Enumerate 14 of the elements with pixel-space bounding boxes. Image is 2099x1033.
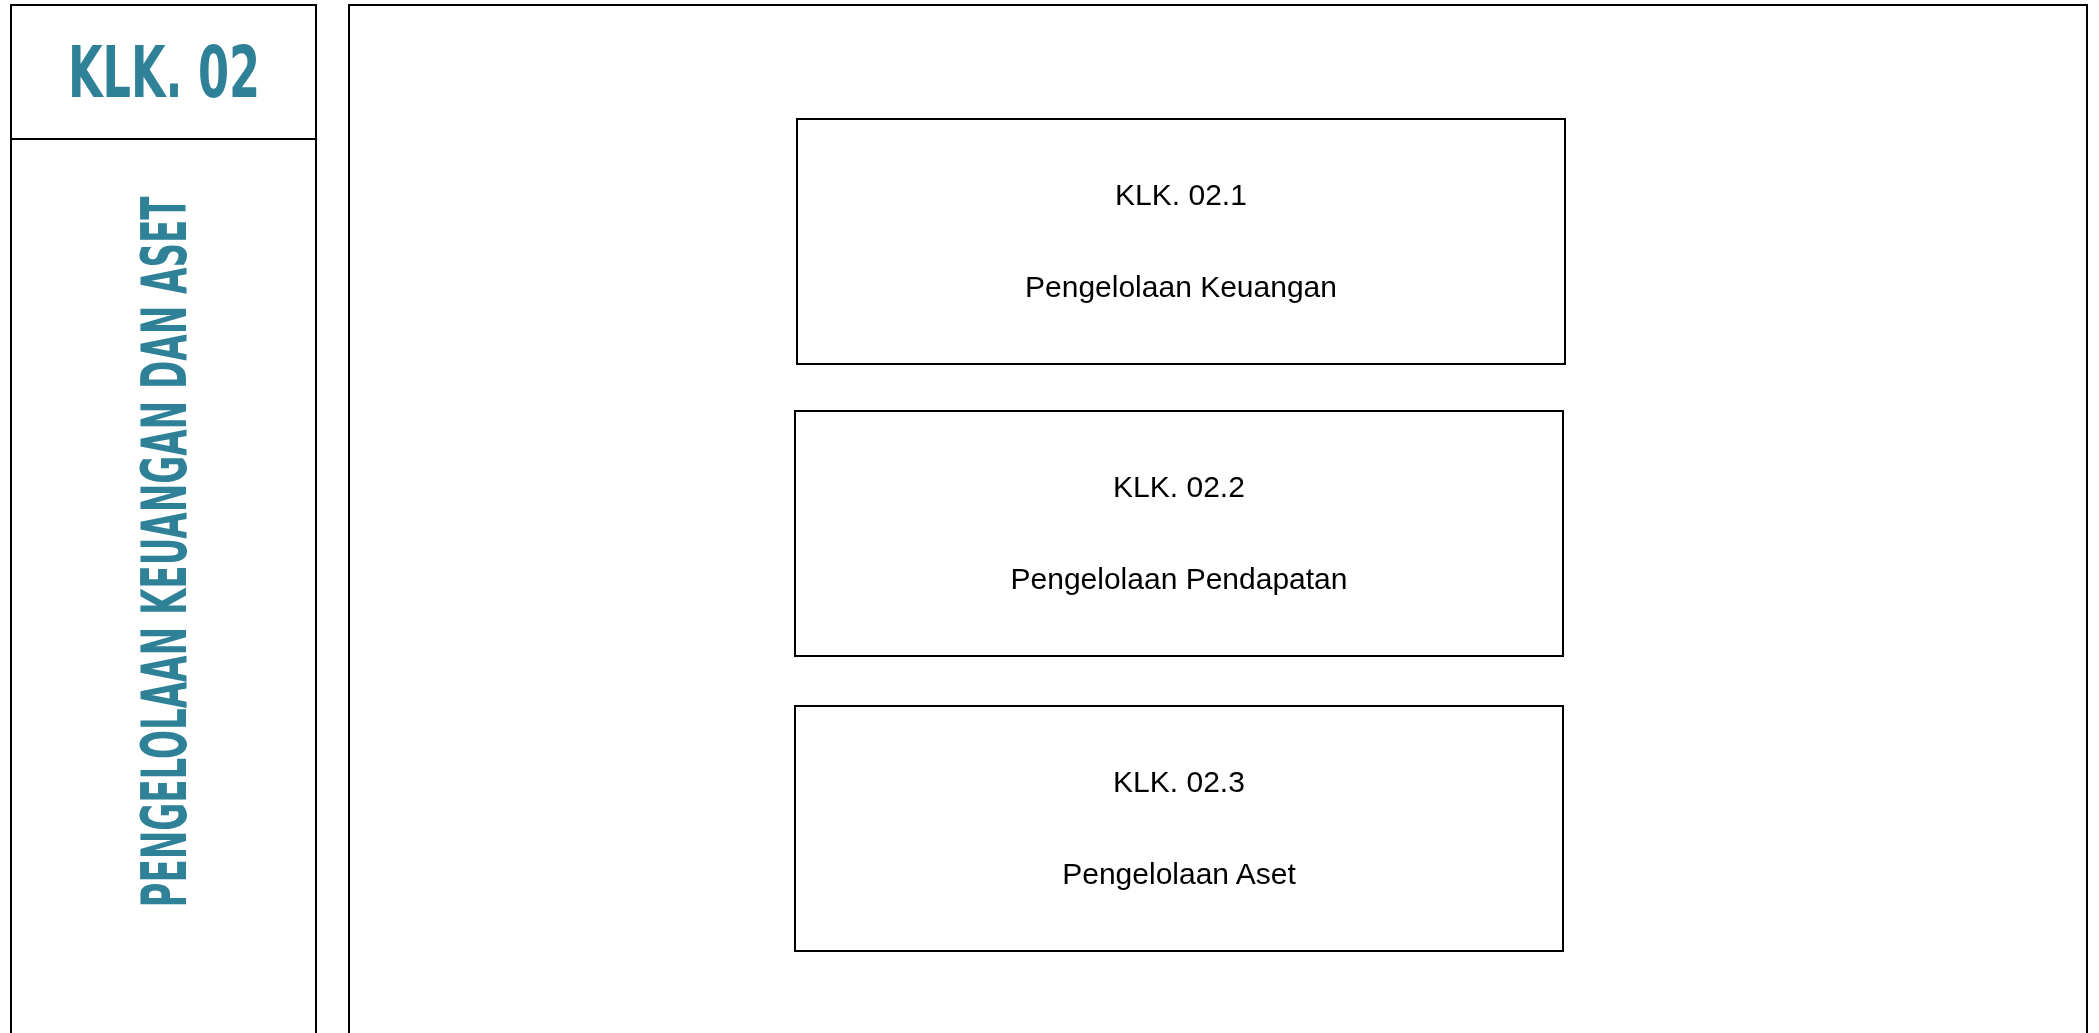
section-name: Pengelolaan Aset bbox=[1061, 857, 1297, 891]
code-heading: KLK. 02 bbox=[67, 30, 260, 114]
section-name: Pengelolaan Keuangan bbox=[1024, 270, 1338, 304]
vertical-title: PENGELOLAAN KEUANGAN DAN ASET bbox=[127, 196, 200, 908]
section-box bbox=[794, 705, 1564, 952]
section-code: KLK. 02.2 bbox=[1112, 470, 1246, 504]
section-name: Pengelolaan Pendapatan bbox=[1009, 562, 1349, 596]
section-code: KLK. 02.3 bbox=[1112, 765, 1246, 799]
code-cell bbox=[10, 4, 317, 140]
section-code: KLK. 02.1 bbox=[1114, 178, 1248, 212]
frame-box bbox=[348, 4, 2088, 1033]
section-box bbox=[794, 410, 1564, 657]
section-box bbox=[796, 118, 1566, 365]
title-cell bbox=[10, 138, 317, 1033]
